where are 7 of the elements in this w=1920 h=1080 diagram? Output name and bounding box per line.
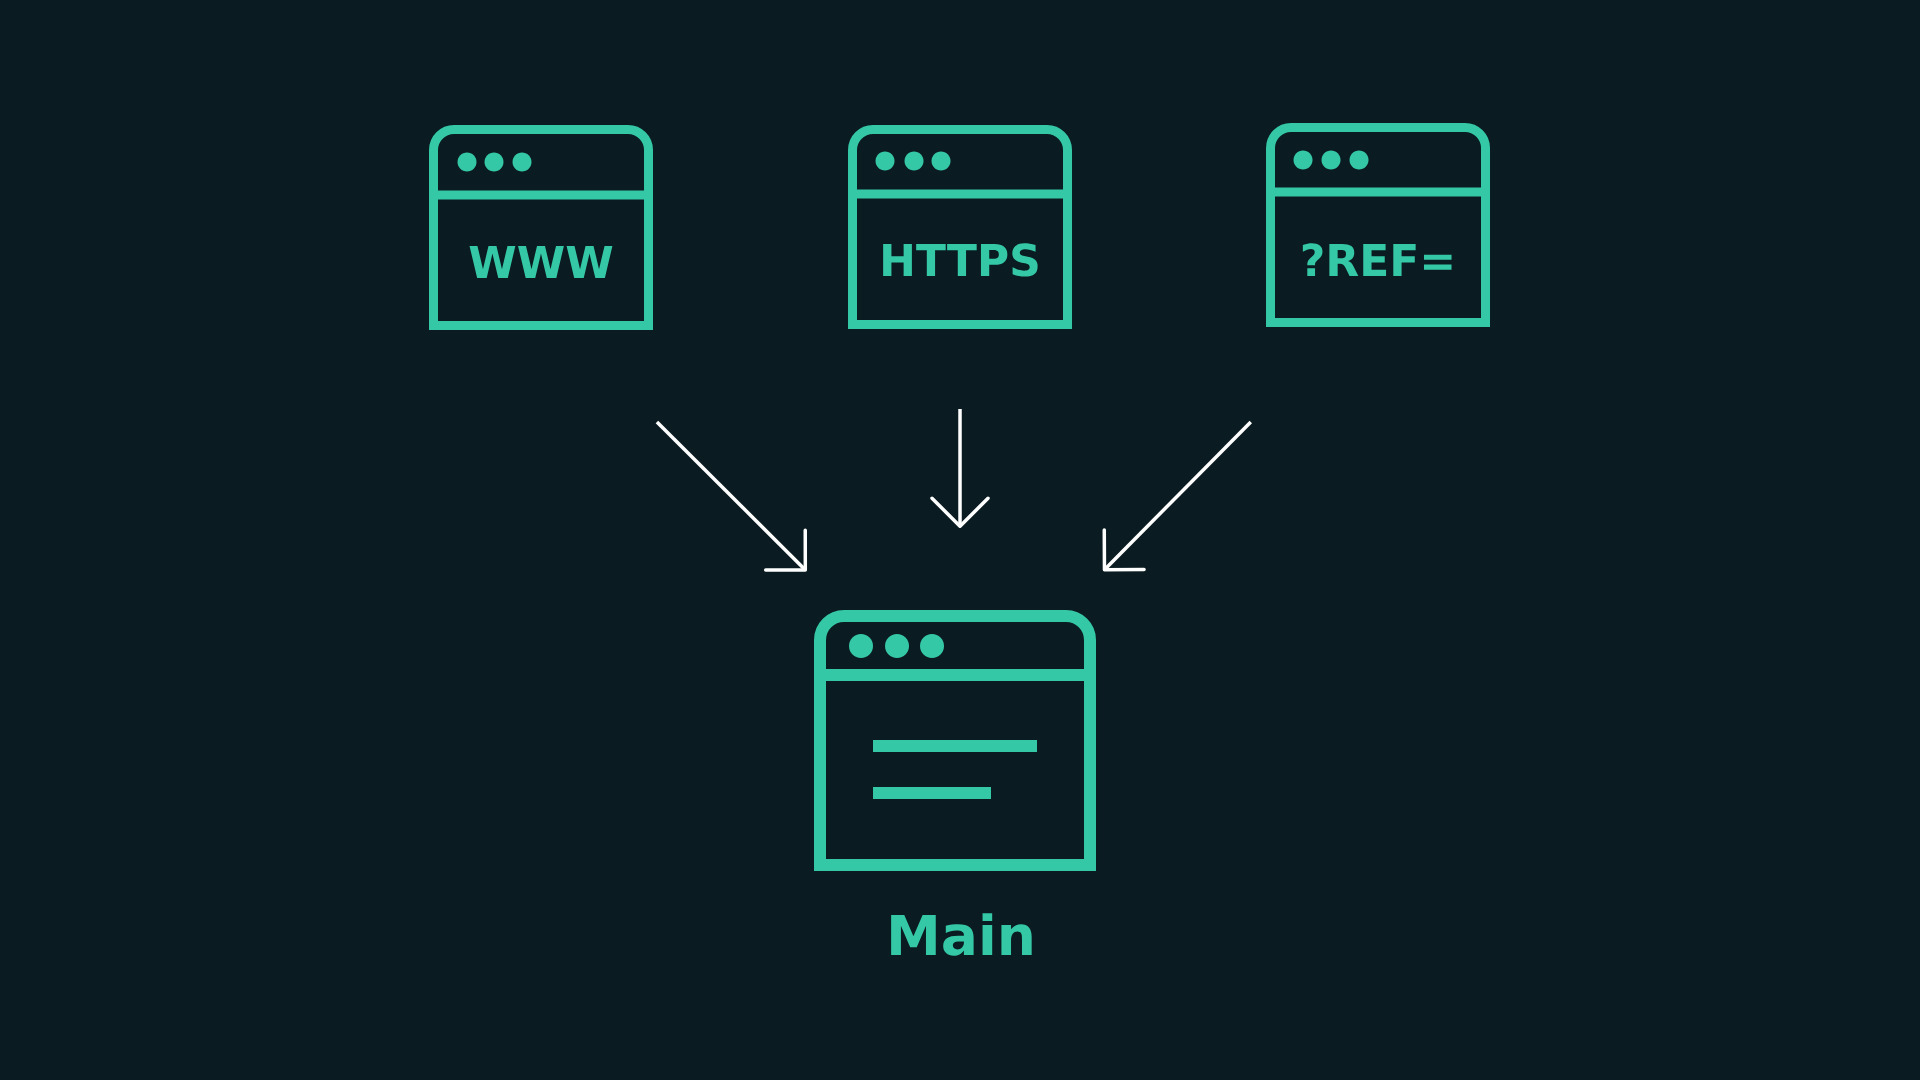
browser-window: HTTPS (848, 125, 1072, 329)
arrow (655, 420, 808, 572)
browser-window: WWW (429, 125, 653, 330)
arrow (930, 409, 990, 528)
arrow (1102, 420, 1253, 572)
browser-window: ?REF= (1266, 123, 1490, 327)
window-label: Main (891, 913, 1032, 956)
